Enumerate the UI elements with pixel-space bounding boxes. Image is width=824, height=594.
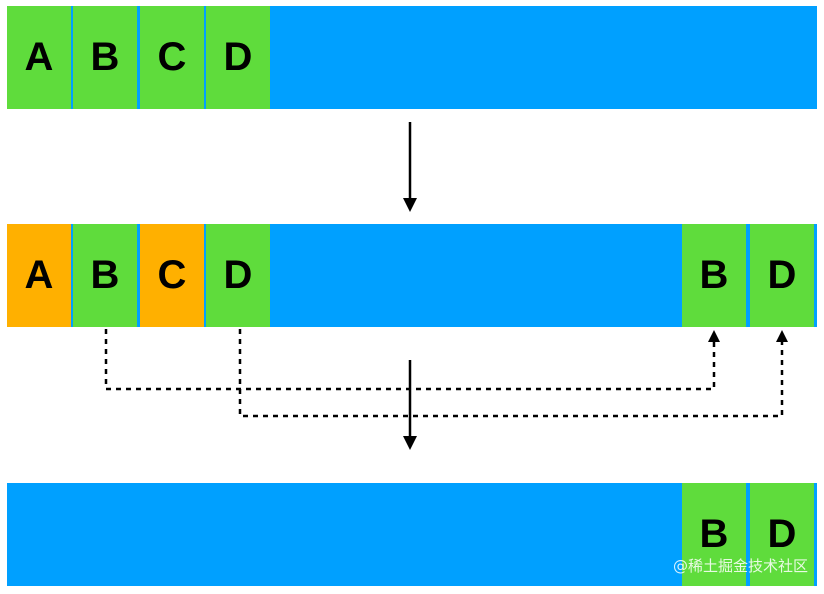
garbage-block-a: A: [7, 224, 71, 327]
copy-arrow-b: [104, 329, 720, 391]
garbage-block-c: C: [140, 224, 204, 327]
copied-block-d: D: [750, 224, 814, 327]
object-block-d: D: [206, 6, 270, 109]
copy-arrow-d: [238, 329, 788, 418]
live-block-b: B: [73, 224, 137, 327]
watermark: @稀土掘金技术社区: [672, 557, 808, 575]
copied-block-b: B: [682, 224, 746, 327]
memory-region-initial: A B C D: [7, 6, 817, 109]
object-block-b: B: [73, 6, 137, 109]
object-block-c: C: [140, 6, 204, 109]
transition-arrow-1: [403, 122, 417, 212]
live-block-d: D: [206, 224, 270, 327]
final-block-b: B: [682, 483, 746, 586]
final-block-d: D: [750, 483, 814, 586]
memory-region-marked: A B C D B D: [7, 224, 817, 327]
memory-region-compacted: B D: [7, 483, 817, 586]
object-block-a: A: [7, 6, 71, 109]
transition-arrow-2: [403, 360, 417, 450]
